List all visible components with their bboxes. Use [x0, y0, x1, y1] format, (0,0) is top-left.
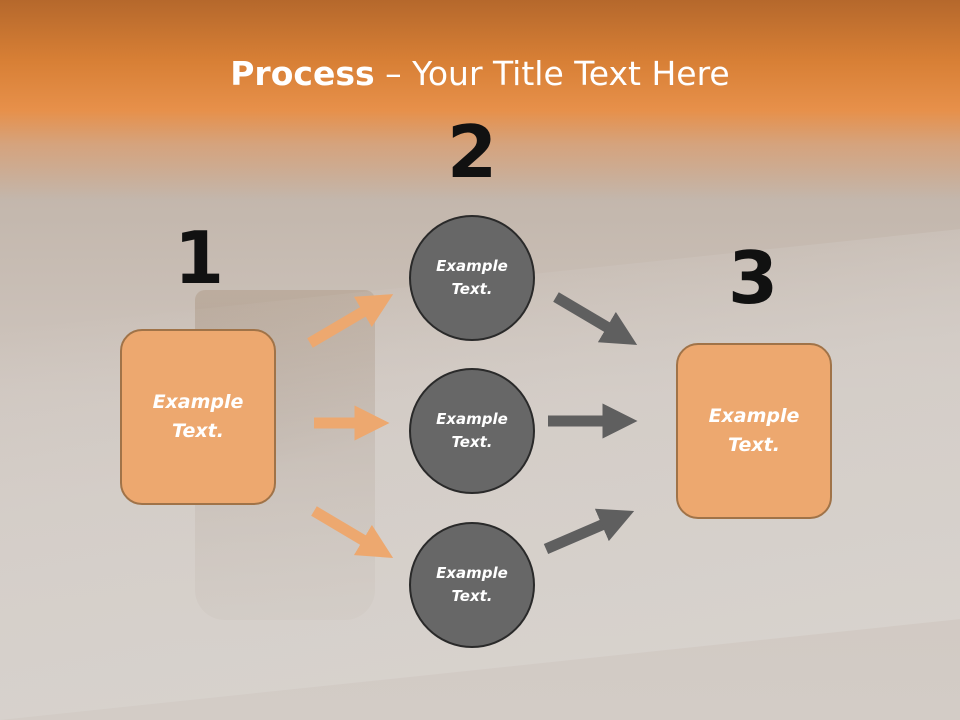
step-circle-middle[interactable]: Example Text.	[409, 368, 535, 494]
step-number-1: 1	[173, 216, 225, 300]
step-circle-top-text: Example Text.	[436, 257, 508, 298]
step-circle-top[interactable]: Example Text.	[409, 215, 535, 341]
step-number-2: 2	[446, 110, 498, 194]
arrow-top-to-3	[553, 292, 638, 345]
arrow-right-icon	[307, 292, 638, 558]
step-circle-bottom-text: Example Text.	[436, 564, 508, 605]
step-box-1-text: Example Text.	[152, 391, 244, 442]
step-circle-middle-text: Example Text.	[436, 410, 508, 451]
slide-title: Process – Your Title Text Here	[0, 50, 960, 98]
arrow-1-to-bottom	[311, 506, 394, 558]
step-circle-bottom[interactable]: Example Text.	[409, 522, 535, 648]
header-band	[0, 0, 960, 200]
step-box-3[interactable]: Example Text.	[676, 343, 832, 519]
step-number-3: 3	[727, 236, 779, 320]
arrow-bottom-to-3	[543, 508, 635, 555]
arrow-1-to-top	[307, 294, 394, 348]
title-bold: Process	[230, 54, 375, 93]
step-box-1[interactable]: Example Text.	[120, 329, 276, 505]
title-rest: – Your Title Text Here	[374, 54, 730, 93]
step-box-3-text: Example Text.	[708, 405, 800, 456]
